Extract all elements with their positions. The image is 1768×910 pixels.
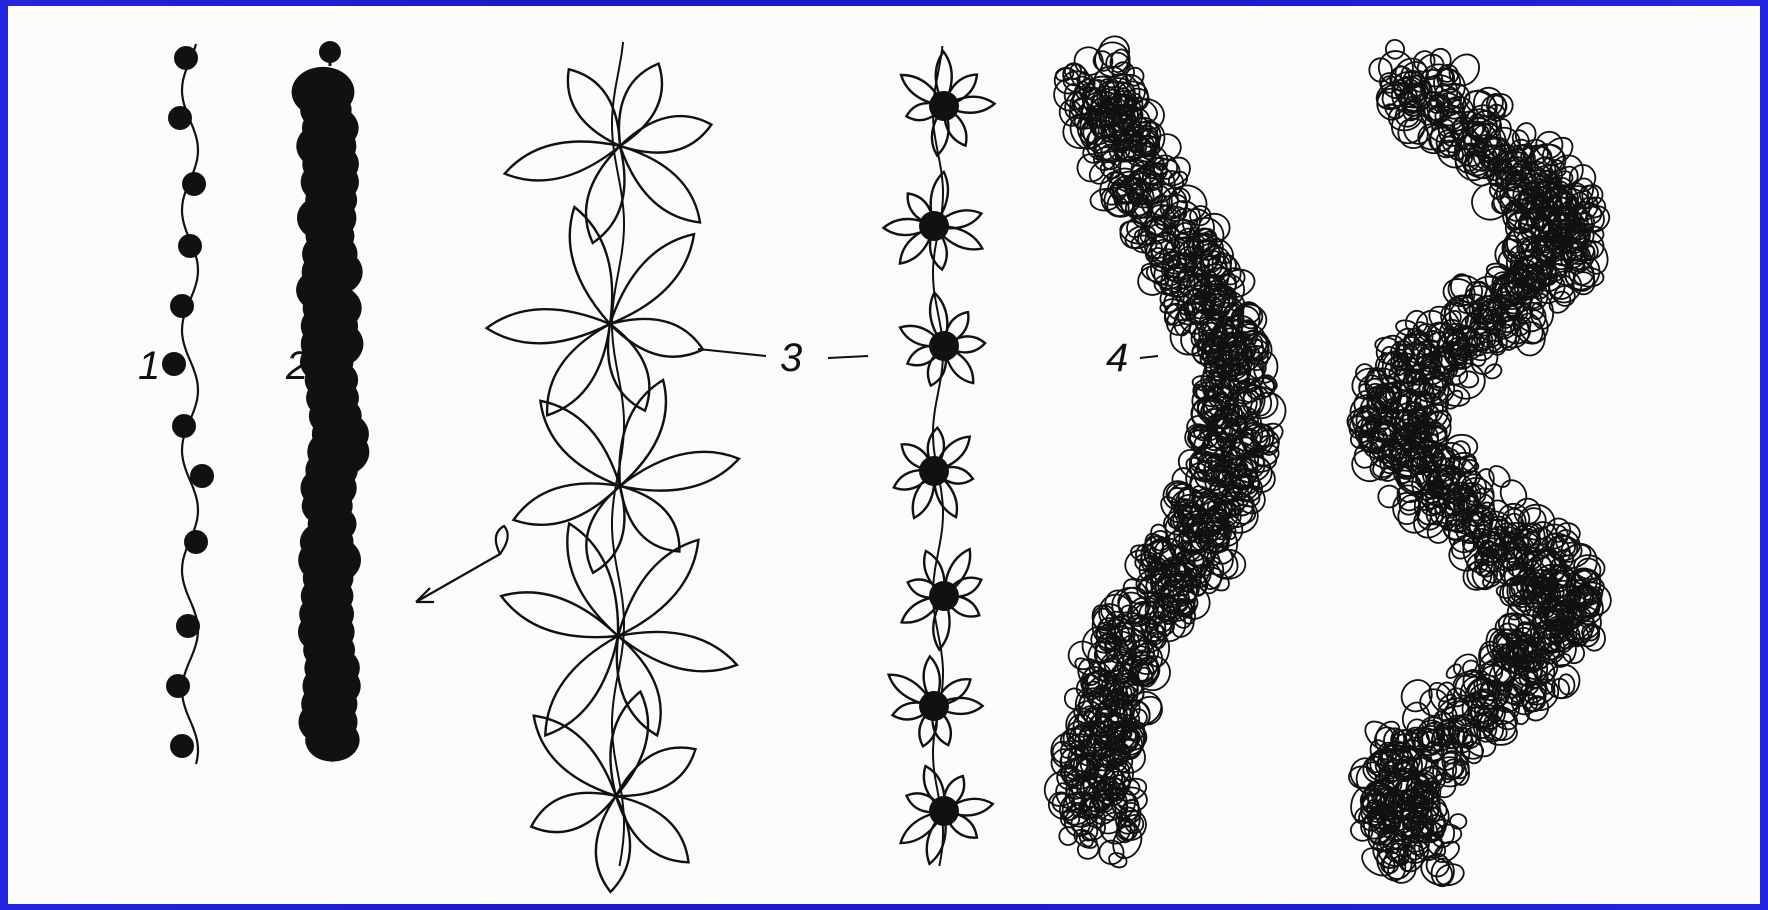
strand-1-bead [178, 234, 202, 258]
arrow-shaft [416, 526, 508, 602]
loop-petal [618, 540, 698, 636]
strand-1-bead [170, 734, 194, 758]
strand-3b-dark-center [919, 691, 949, 721]
loop-petal [620, 452, 739, 491]
strand-5-curl [1485, 462, 1514, 491]
loop-petal [586, 146, 624, 243]
strand-2-top-bead [319, 41, 341, 63]
loop-petal [596, 796, 630, 892]
label-3: 3 [780, 336, 802, 380]
loop-petal [505, 142, 620, 181]
loop-petal [567, 524, 618, 637]
strand-1-bead [190, 464, 214, 488]
thread-structures-illustration: 1 2 3 4 5 [8, 6, 1760, 904]
loop-petal [616, 748, 696, 796]
strand-2-bead [305, 718, 359, 761]
strand-3a-loop-cluster [501, 524, 737, 736]
strand-5-curl [1483, 362, 1504, 381]
strand-5-curl [1384, 38, 1406, 61]
strand-1-thread [182, 44, 198, 764]
strand-3b-dark-center [929, 581, 959, 611]
strand-1-bead [170, 294, 194, 318]
arrow-head [416, 588, 434, 602]
label-4: 4 [1106, 336, 1128, 380]
loop-petal [620, 116, 711, 153]
loop-petal [545, 636, 618, 735]
loop-petal [618, 632, 737, 671]
strand-1-bead [162, 352, 186, 376]
label-5: 5 [1390, 336, 1413, 380]
strand-1-bead [172, 414, 196, 438]
strand-3b-dark-center [919, 456, 949, 486]
label-1: 1 [138, 344, 160, 388]
loop-petal [616, 796, 689, 862]
strand-2-dense-beads [292, 41, 370, 762]
leader-line [698, 349, 766, 356]
strand-1-bead [176, 614, 200, 638]
strand-3a-loop-cluster [487, 207, 703, 415]
strand-1-bead [168, 106, 192, 130]
loop-petal [570, 207, 612, 324]
strand-5-curl [1459, 370, 1480, 388]
strand-3a-loop-cluster [505, 64, 712, 243]
strand-1-bead [184, 530, 208, 554]
loop-petal [487, 309, 610, 343]
loop-petal [501, 592, 618, 637]
strand-1-beaded [162, 44, 214, 764]
strand-4-wavy-curl [1038, 31, 1288, 870]
strand-5-curl [1396, 674, 1438, 717]
strand-3b-dark-center [929, 331, 959, 361]
strand-4-curl [1107, 851, 1129, 870]
strand-3-large-loops [487, 42, 739, 892]
strand-1-bead [182, 172, 206, 196]
leader-line [1140, 356, 1158, 358]
strand-5-curl [1557, 673, 1575, 695]
strand-3a-thread [612, 42, 624, 866]
strand-3b-dark-center [919, 211, 949, 241]
loop-petal [610, 319, 703, 357]
loop-petal [514, 483, 621, 524]
figure-panel: 1 2 3 4 5 [8, 6, 1760, 904]
loop-petal [620, 486, 679, 552]
loop-petal [620, 146, 700, 222]
strand-5-wavy-curl [1343, 38, 1617, 890]
loop-petal [619, 64, 662, 146]
strand-1-bead [166, 674, 190, 698]
strand-3-small-loops [884, 46, 995, 866]
strand-3a-loop-cluster [531, 692, 695, 892]
loop-petal [531, 793, 616, 832]
strand-3b-dark-center [929, 91, 959, 121]
strand-1-bead [174, 46, 198, 70]
label-2: 2 [285, 344, 308, 388]
strand-3b-dark-center [929, 796, 959, 826]
leader-line [828, 356, 868, 358]
